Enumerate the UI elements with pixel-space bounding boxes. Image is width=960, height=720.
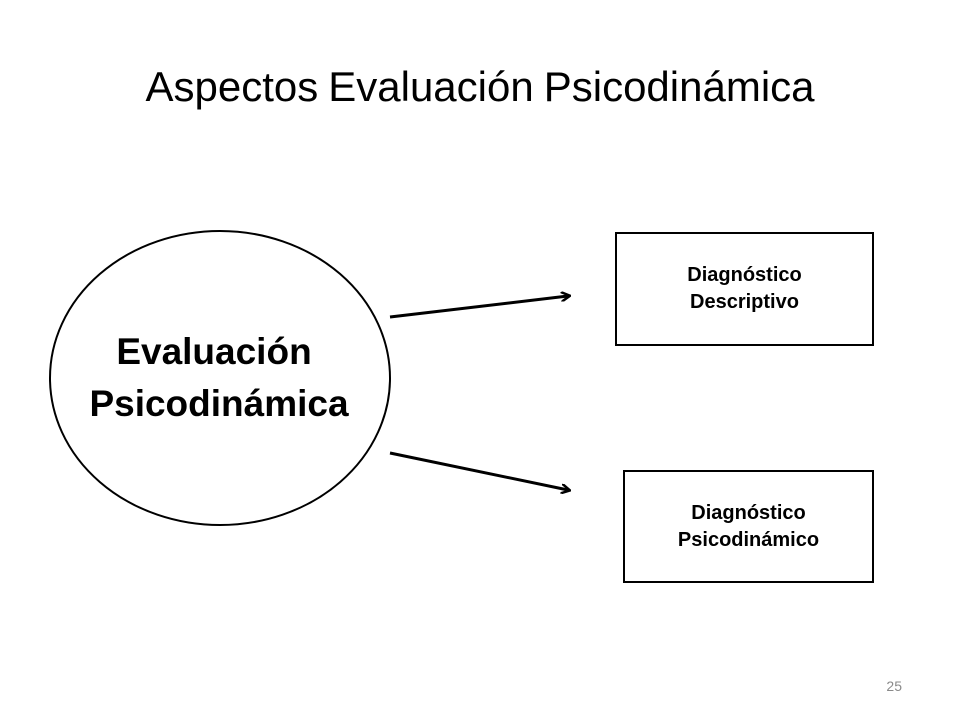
slide-title-word: Evaluación [328, 63, 534, 110]
node-label-line2: Descriptivo [690, 291, 799, 313]
arrow-to-psicodinamico [389, 451, 568, 490]
center-node-label: Evaluación Psicodinámica [38, 326, 400, 430]
node-diagnostico-descriptivo: Diagnóstico Descriptivo [615, 232, 874, 346]
node-diagnostico-psicodinamico: Diagnóstico Psicodinámico [623, 470, 874, 583]
slide-title-word: Aspectos [145, 63, 319, 110]
center-node-label-line2: Psicodinámica [89, 382, 349, 424]
center-node-ellipse [49, 230, 391, 526]
node-label-line2: Psicodinámico [677, 528, 820, 551]
node-label-line1: Diagnóstico [687, 264, 802, 286]
page-number: 25 [886, 678, 902, 694]
slide-title-word: Psicodinámica [543, 63, 815, 110]
center-node-label-line1: Evaluación [116, 331, 312, 372]
node-label-line1: Diagnóstico [691, 501, 806, 524]
arrow-to-descriptivo [389, 296, 568, 319]
